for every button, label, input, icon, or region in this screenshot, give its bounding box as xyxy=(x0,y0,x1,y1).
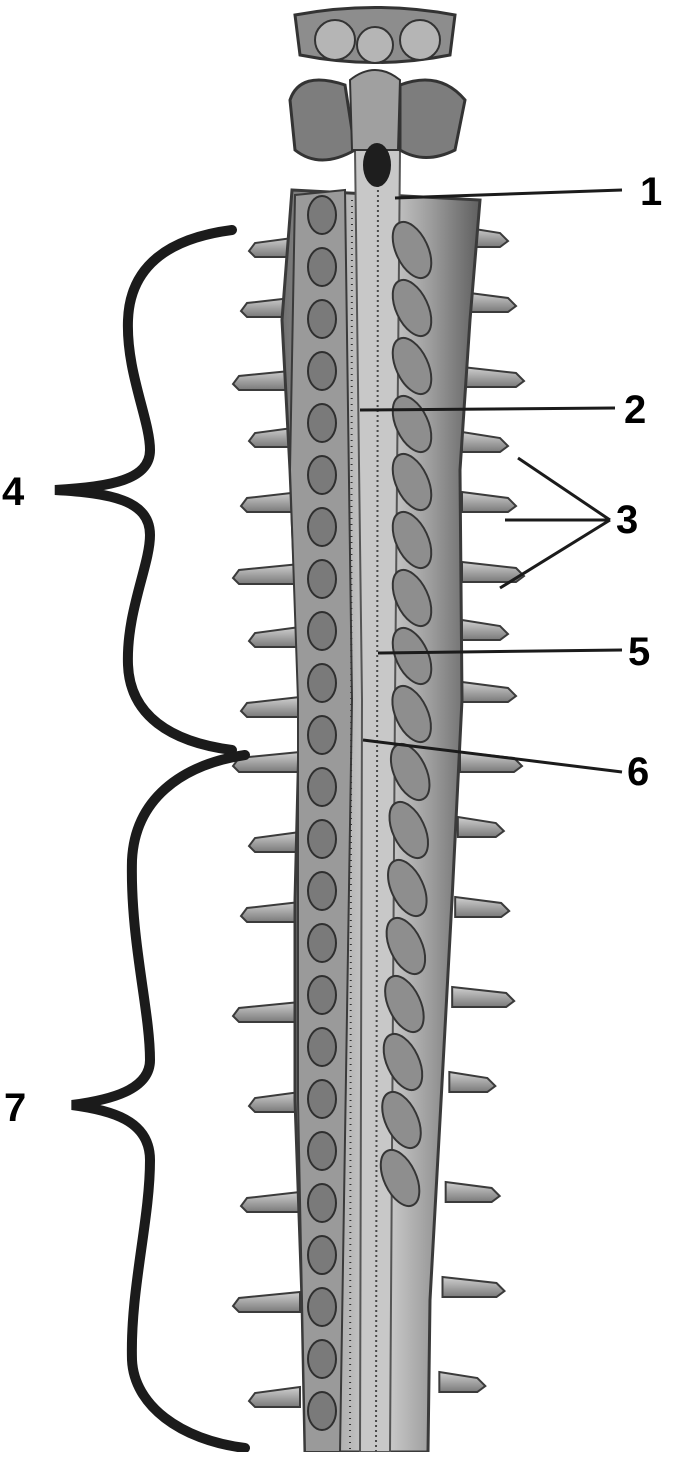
nerve-roots-left xyxy=(231,235,301,1408)
median-line xyxy=(375,159,379,1453)
ganglion xyxy=(307,611,337,651)
nerve-root-right xyxy=(461,680,518,703)
fiber-bundle xyxy=(391,684,432,744)
brainstem-top xyxy=(288,6,467,187)
brainstem-dark-notch xyxy=(363,143,391,187)
label-5: 5 xyxy=(628,630,651,674)
ganglion xyxy=(307,1339,337,1379)
nerve-root-right xyxy=(461,430,510,453)
fiber-bundle xyxy=(391,510,433,570)
nerve-root-right xyxy=(444,1180,502,1203)
ganglion xyxy=(307,247,337,287)
nerve-root-right xyxy=(461,490,518,513)
left-ganglia xyxy=(307,195,337,1431)
ganglion xyxy=(307,1391,337,1431)
label-2: 2 xyxy=(624,388,647,432)
fiber-bundle xyxy=(391,626,433,686)
fiber-bundle xyxy=(391,278,433,338)
fiber-bundle xyxy=(379,1148,421,1208)
ganglion xyxy=(307,1027,337,1067)
nerve-roots-right xyxy=(438,225,526,1393)
nerve-root-left xyxy=(239,1190,301,1213)
fiber-bundle xyxy=(385,916,427,976)
ganglion xyxy=(307,1287,337,1327)
nerve-root-left xyxy=(231,562,301,585)
nerve-root-left xyxy=(247,830,301,853)
ganglion xyxy=(307,1079,337,1119)
fiber-bundle xyxy=(382,1032,424,1092)
fiber-bundle xyxy=(391,336,433,396)
nerve-root-right xyxy=(454,895,511,918)
ganglion xyxy=(307,299,337,339)
ganglion xyxy=(307,767,337,807)
nerve-root-right xyxy=(441,1275,507,1298)
ganglion xyxy=(307,1235,337,1275)
ganglion xyxy=(307,663,337,703)
ganglion xyxy=(307,923,337,963)
brainstem-bulb-right xyxy=(398,78,467,159)
label-3: 3 xyxy=(616,498,639,542)
label-7: 7 xyxy=(4,1086,27,1130)
leader-line-3a xyxy=(517,456,611,522)
brainstem-fold xyxy=(348,69,402,151)
nerve-root-right xyxy=(451,985,516,1008)
ganglion xyxy=(307,455,337,495)
leader-line-2 xyxy=(359,406,616,412)
fiber-bundle xyxy=(387,858,428,918)
lower-brace xyxy=(71,750,250,1453)
brainstem-knob-left xyxy=(314,19,356,61)
nerve-root-right xyxy=(461,365,526,388)
leader-line-6 xyxy=(362,738,623,774)
nerve-root-left xyxy=(231,1290,301,1313)
ganglion xyxy=(307,871,337,911)
nerve-root-left xyxy=(247,1090,301,1113)
upper-brace xyxy=(54,225,237,755)
fiber-bundle xyxy=(391,568,433,628)
nerve-root-right xyxy=(448,1070,497,1093)
label-1: 1 xyxy=(640,170,663,214)
nerve-root-left xyxy=(231,1000,301,1023)
nerve-root-left xyxy=(247,625,301,648)
ganglion xyxy=(307,195,337,235)
nerve-root-right xyxy=(461,618,510,641)
label-6: 6 xyxy=(627,750,650,794)
brainstem-bulb-left xyxy=(288,78,357,162)
ganglion xyxy=(307,1131,337,1171)
leader-line-3c xyxy=(499,518,611,590)
ganglion xyxy=(307,403,337,443)
nerve-root-left xyxy=(239,900,301,923)
leader-lines xyxy=(359,188,623,774)
brainstem-knob-center xyxy=(356,26,394,64)
nerve-root-right xyxy=(438,1370,487,1393)
label-4: 4 xyxy=(2,470,25,514)
right-fiber-bundles xyxy=(379,220,433,1208)
leader-line-1 xyxy=(394,188,623,200)
ganglion xyxy=(307,975,337,1015)
fiber-bundle xyxy=(384,974,425,1034)
fiber-bundle xyxy=(381,1090,422,1150)
ganglion xyxy=(307,1183,337,1223)
ganglion xyxy=(307,715,337,755)
fiber-bundle xyxy=(391,220,433,280)
fiber-bundle xyxy=(391,452,433,512)
nerve-root-left xyxy=(239,695,301,718)
ganglion xyxy=(307,351,337,391)
ganglion xyxy=(307,507,337,547)
brainstem-knob-right xyxy=(399,19,441,61)
fiber-bundle xyxy=(388,800,430,860)
ganglion xyxy=(307,559,337,599)
ganglion xyxy=(307,819,337,859)
leader-line-5 xyxy=(377,648,623,655)
nerve-root-left xyxy=(247,1385,301,1408)
nerve-root-right xyxy=(456,815,506,838)
